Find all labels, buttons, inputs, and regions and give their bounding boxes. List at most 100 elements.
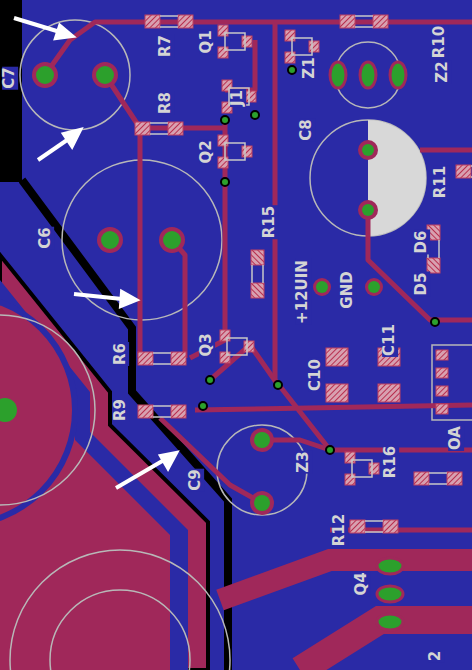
copper-trace	[105, 75, 200, 128]
via	[274, 381, 282, 389]
sot-transistor	[218, 25, 252, 58]
part-label: Z1	[302, 56, 318, 79]
through-hole-pad	[250, 428, 274, 452]
pointer-arrow	[64, 130, 80, 146]
part-label: Q2	[199, 139, 215, 164]
part-label: R15	[262, 205, 278, 239]
sot-transistor	[218, 25, 379, 485]
pointer-arrow	[74, 294, 122, 299]
copper-trace	[195, 405, 472, 410]
smd-resistor	[135, 122, 183, 135]
via	[221, 116, 229, 124]
smd-capacitor	[436, 350, 448, 360]
part-label: C9	[188, 468, 204, 491]
through-hole-pad	[159, 227, 185, 253]
smd-resistor	[414, 472, 462, 485]
through-hole-pad	[316, 281, 328, 293]
copper-trace	[160, 418, 262, 503]
through-hole-pad	[390, 62, 406, 88]
smd-capacitor	[326, 384, 348, 402]
through-hole-pad	[377, 558, 403, 574]
part-label: 2	[428, 650, 444, 662]
silkscreen-outline	[20, 20, 130, 130]
copper-pour	[220, 560, 472, 600]
through-hole-pad	[368, 281, 380, 293]
pointer-arrow	[56, 26, 72, 38]
smd-resistor	[350, 520, 398, 533]
through-hole-pad	[330, 62, 346, 88]
copper-trace	[275, 22, 330, 450]
part-label: R10	[432, 25, 448, 59]
smd-resistor	[138, 405, 186, 418]
silkscreen-outline	[432, 345, 472, 420]
part-label: J1	[230, 89, 246, 107]
part-label: Z2	[435, 60, 451, 83]
through-hole-pad	[92, 62, 118, 88]
smd-capacitor	[378, 384, 400, 402]
part-label: R11	[433, 165, 449, 199]
through-hole-pad	[32, 62, 406, 630]
silkscreen-outline	[368, 120, 426, 236]
via	[326, 446, 334, 454]
through-hole-pad	[254, 495, 270, 511]
copper-trace	[172, 240, 185, 358]
part-label: C6	[38, 226, 54, 249]
through-hole-pad	[163, 231, 181, 249]
smd-resistor	[145, 15, 193, 28]
through-hole-pad	[362, 144, 374, 156]
copper-pour	[0, 255, 472, 670]
copper-trace	[138, 128, 143, 358]
smd-resistor	[456, 165, 472, 178]
copper-trace	[45, 22, 472, 530]
copper-trace	[200, 126, 225, 131]
via	[288, 66, 296, 74]
through-hole-pad	[377, 614, 403, 630]
through-hole-pad	[365, 278, 383, 296]
silkscreen-outline	[0, 315, 95, 505]
copper-trace	[368, 210, 472, 320]
smd-resistor	[138, 352, 186, 365]
part-label: Q4	[354, 571, 370, 596]
via	[199, 66, 439, 454]
silkscreen-outline	[10, 550, 230, 670]
sot-transistor	[218, 135, 252, 168]
pointer-arrow	[14, 18, 60, 32]
through-hole-pad	[32, 62, 58, 88]
through-hole-pad	[96, 66, 114, 84]
smd-capacitor	[436, 368, 448, 378]
through-hole-pad	[358, 200, 378, 220]
part-label: GND	[340, 270, 356, 309]
through-hole-pad	[36, 66, 54, 84]
through-hole-pad	[101, 231, 119, 249]
sot-transistor	[345, 452, 379, 485]
part-label: R9	[113, 398, 129, 422]
copper-pour	[0, 398, 17, 422]
smd-capacitor	[326, 348, 348, 366]
part-label: Q1	[199, 29, 215, 54]
part-label: R8	[158, 91, 174, 115]
part-label: R6	[113, 342, 129, 366]
pointer-arrow	[116, 460, 164, 488]
silkscreen-outline	[310, 120, 426, 236]
smd-resistor	[340, 15, 388, 28]
through-hole-pad	[250, 491, 274, 515]
part-label: Q3	[199, 332, 215, 357]
part-label: Z3	[296, 450, 312, 473]
through-hole-pad	[313, 278, 331, 296]
part-label: R7	[158, 34, 174, 58]
part-label: C11	[382, 323, 398, 357]
through-hole-pad	[254, 432, 270, 448]
smd-resistor	[135, 15, 472, 533]
part-label: C10	[308, 358, 324, 392]
silkscreen-outline	[0, 20, 472, 670]
pointer-arrow	[161, 453, 176, 468]
through-hole-pad	[360, 62, 376, 88]
copper-trace	[262, 440, 472, 450]
part-label: R12	[332, 513, 348, 547]
part-label: OA	[448, 425, 464, 451]
via	[221, 178, 229, 186]
part-label: D6	[414, 230, 430, 255]
board-edge	[0, 0, 22, 182]
